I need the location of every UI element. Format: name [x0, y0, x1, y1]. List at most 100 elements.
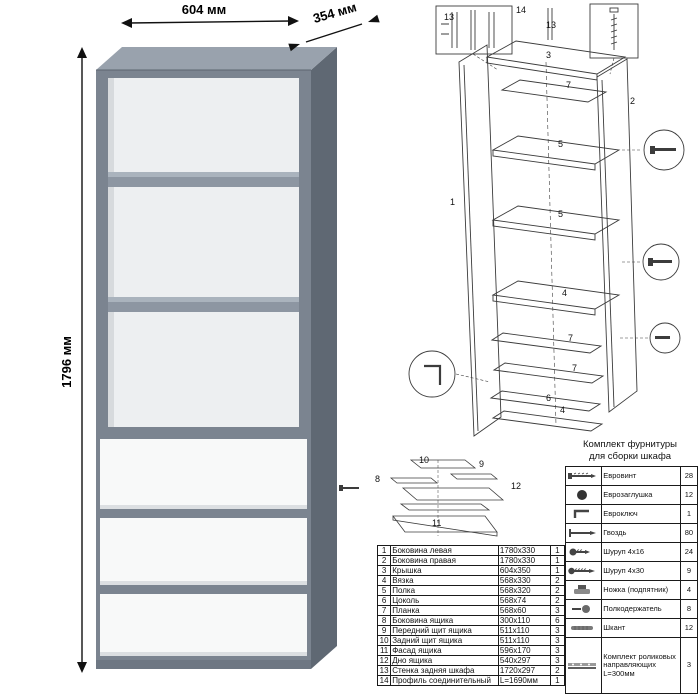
part-qty-cell: 2: [549, 595, 566, 606]
part-number-cell: 8: [376, 615, 392, 626]
part-size-cell: 568x74: [497, 595, 551, 606]
part-number-label: 1: [450, 197, 455, 207]
part-name-cell: Передний щит ящика: [390, 625, 499, 636]
callout-screw-glyphs: [648, 146, 676, 339]
part-number-label: 9: [479, 459, 484, 469]
part-size-cell: 1720x297: [497, 665, 551, 676]
part-number-label: 4: [560, 405, 565, 415]
part-number-cell: 6: [376, 595, 392, 606]
confirmat-screw-icon: [564, 466, 603, 486]
part-name-cell: Боковина ящика: [390, 615, 499, 626]
cabinet-body: [96, 47, 337, 669]
hardware-kit-title: Комплект фурнитуры для сборки шкафа: [560, 439, 700, 462]
part-number-cell: 10: [376, 635, 392, 646]
part-number-label: 11: [432, 518, 441, 528]
foot-icon: [564, 580, 603, 600]
screw-4x16-icon: [564, 542, 603, 562]
part-number-cell: 14: [376, 675, 392, 686]
part-number-cell: 1: [376, 545, 392, 556]
part-number-cell: 7: [376, 605, 392, 616]
hardware-qty-cell: 24: [679, 542, 699, 562]
shelf-pin-icon: [564, 599, 603, 619]
part-name-cell: Боковина правая: [390, 555, 499, 566]
part-name-cell: Боковина левая: [390, 545, 499, 556]
part-number-label: 5: [558, 209, 563, 219]
part-name-cell: Задний щит ящика: [390, 635, 499, 646]
part-qty-cell: 2: [549, 585, 566, 596]
part-size-cell: 568x330: [497, 575, 551, 586]
hardware-name-cell: Шуруп 4х16: [601, 542, 681, 562]
part-size-cell: 596x170: [497, 645, 551, 656]
hardware-qty-cell: 12: [679, 618, 699, 638]
part-number-label: 2: [630, 96, 635, 106]
part-qty-cell: 1: [549, 555, 566, 566]
exploded-diagram-lines: [408, 3, 685, 437]
part-number-cell: 12: [376, 655, 392, 666]
part-name-cell: Профиль соединительный: [390, 675, 499, 686]
part-qty-cell: 2: [549, 575, 566, 586]
hardware-name-cell: Шуруп 4х30: [601, 561, 681, 581]
part-number-label: 12: [511, 481, 521, 491]
part-qty-cell: 3: [549, 635, 566, 646]
part-name-cell: Вязка: [390, 575, 499, 586]
hardware-kit-title-line2: для сборки шкафа: [588, 450, 672, 462]
width-dimension-label: 604 мм: [182, 2, 227, 17]
hardware-name-cell: Шкант: [601, 618, 681, 638]
part-qty-cell: 2: [549, 665, 566, 676]
dowel-icon: [564, 618, 603, 638]
hardware-name-cell: Гвоздь: [601, 523, 681, 543]
part-size-cell: L=1690мм: [497, 675, 551, 686]
hardware-name-cell: Ножка (подпятник): [601, 580, 681, 600]
part-size-cell: 300x110: [497, 615, 551, 626]
part-number-cell: 2: [376, 555, 392, 566]
part-name-cell: Полка: [390, 585, 499, 596]
hardware-qty-cell: 12: [679, 485, 699, 505]
drawer-fronts: [100, 439, 307, 656]
hardware-name-cell: Евровинт: [601, 466, 681, 486]
width-dimension: 604 мм: [121, 2, 299, 28]
part-qty-cell: 3: [549, 655, 566, 666]
hardware-row: Ножка (подпятник)4: [564, 580, 699, 600]
cap-plug-icon: [564, 485, 603, 505]
part-number-cell: 4: [376, 575, 392, 586]
part-number-cell: 3: [376, 565, 392, 576]
part-size-cell: 1780x330: [497, 545, 551, 556]
part-number-label: 10: [419, 455, 429, 465]
part-size-cell: 511x110: [497, 625, 551, 636]
part-size-cell: 1780x330: [497, 555, 551, 566]
hardware-name-cell: Еврозаглушка: [601, 485, 681, 505]
part-name-cell: Стенка задняя шкафа: [390, 665, 499, 676]
part-number-cell: 11: [376, 645, 392, 656]
part-qty-cell: 3: [549, 625, 566, 636]
part-name-cell: Фасад ящика: [390, 645, 499, 656]
hardware-qty-cell: 3: [679, 637, 699, 694]
hardware-qty-cell: 4: [679, 580, 699, 600]
hardware-name-cell: Евроключ: [601, 504, 681, 524]
roller-guides-icon: [564, 637, 603, 694]
part-name-cell: Цоколь: [390, 595, 499, 606]
